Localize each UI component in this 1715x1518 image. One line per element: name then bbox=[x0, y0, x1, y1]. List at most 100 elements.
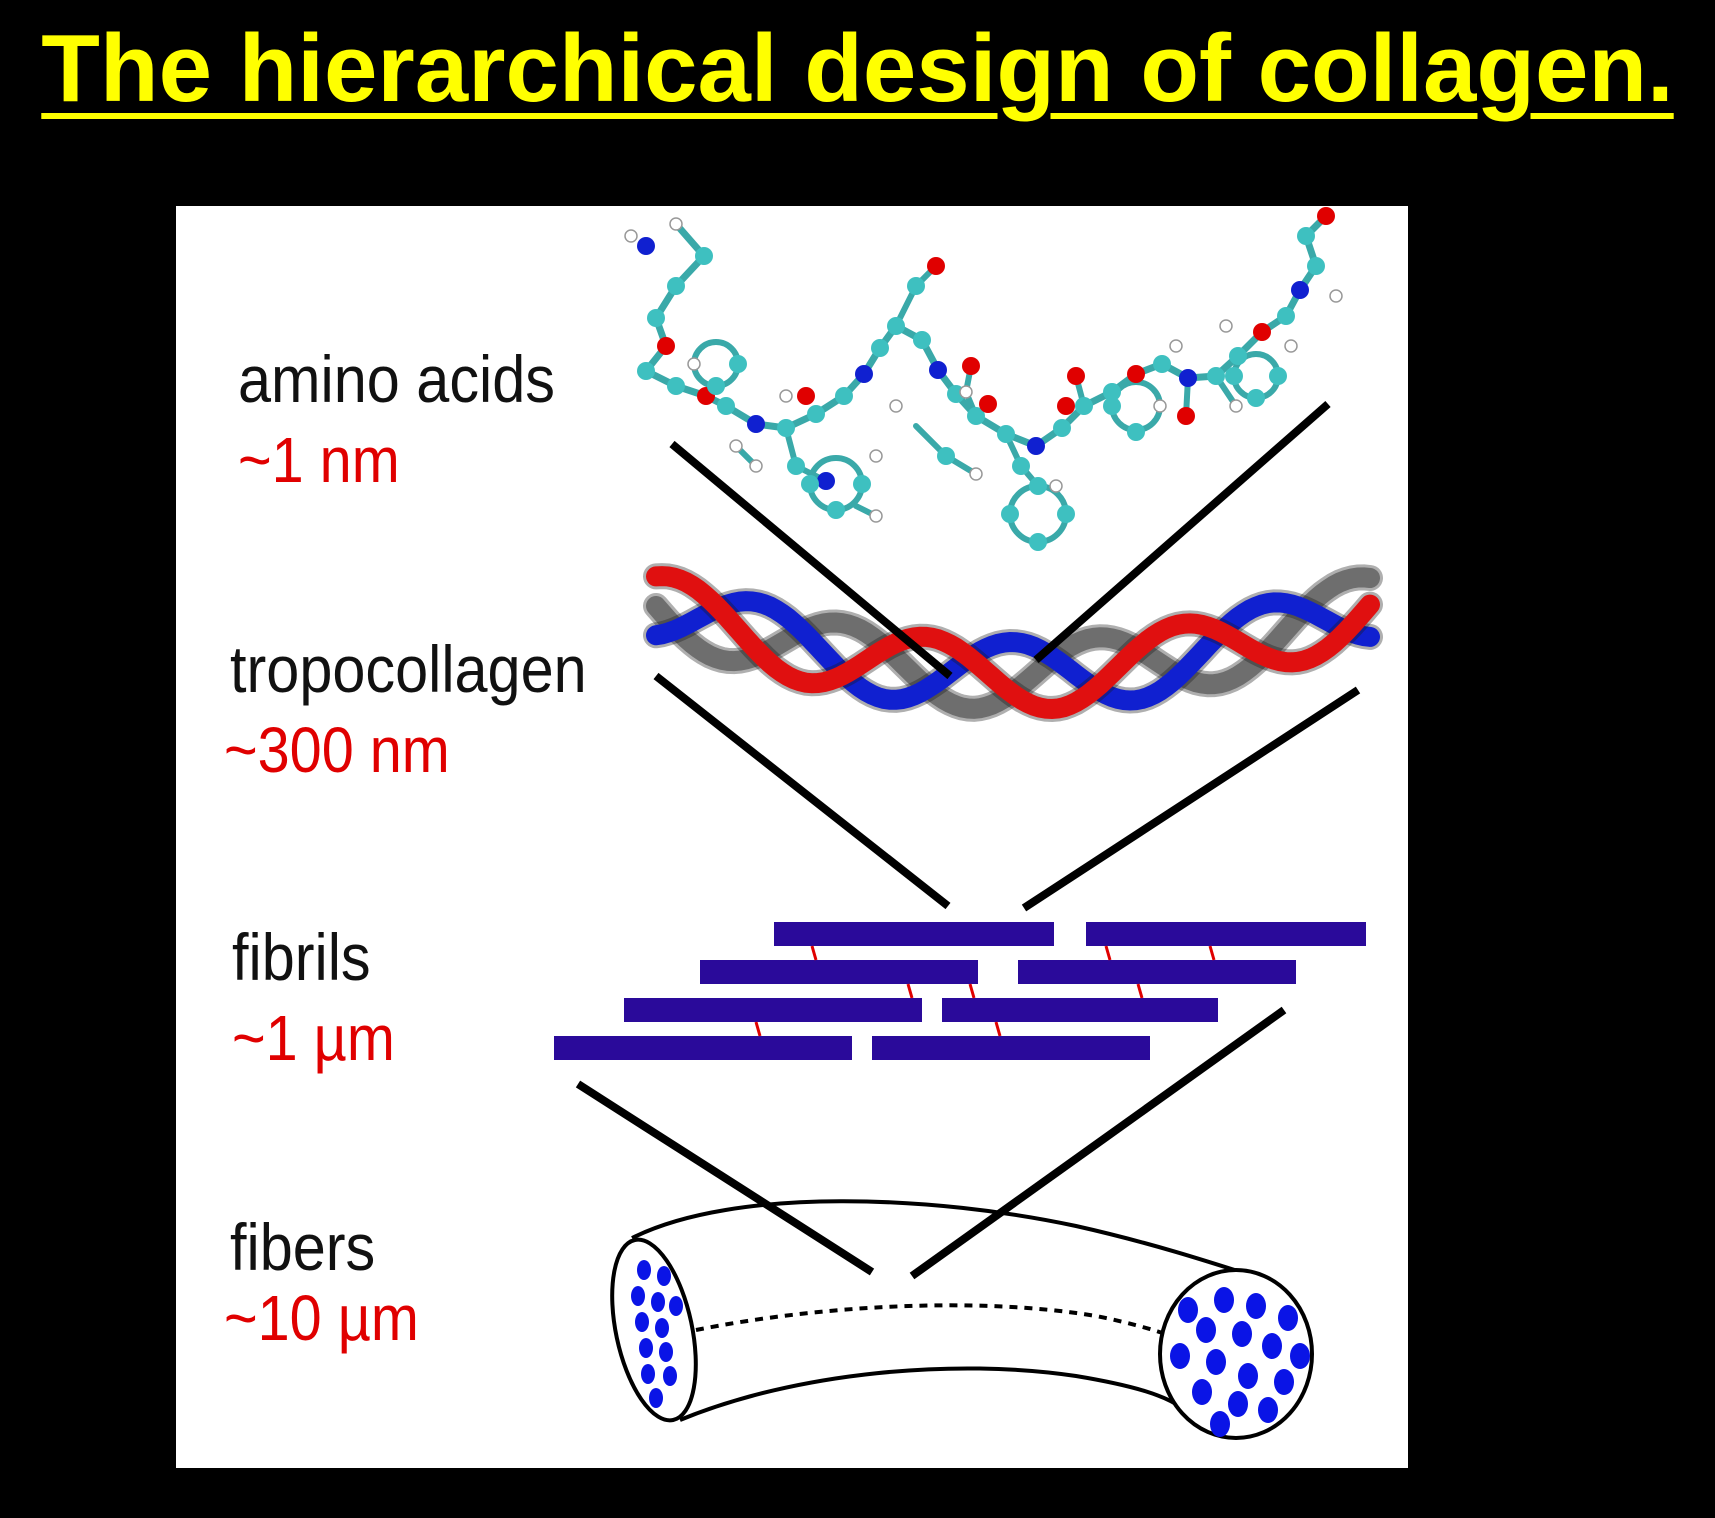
carbon-atom bbox=[1075, 397, 1093, 415]
collagen-hierarchy-diagram bbox=[554, 207, 1383, 1440]
crosslink bbox=[1104, 945, 1112, 961]
fiber-fibril-dot bbox=[1238, 1363, 1258, 1389]
level-name-amino-acids: amino acids bbox=[238, 342, 555, 416]
carbon-atom bbox=[1103, 383, 1121, 401]
fiber-fibril-dot bbox=[637, 1260, 651, 1280]
carbon-atom bbox=[907, 277, 925, 295]
zoom-line bbox=[575, 1080, 875, 1276]
carbon-atom bbox=[871, 339, 889, 357]
crosslink bbox=[968, 983, 976, 999]
level-size-fibers: ~10 µm bbox=[224, 1282, 419, 1354]
fibril-bar bbox=[872, 1036, 1150, 1060]
carbon-atom bbox=[667, 377, 685, 395]
carbon-atom bbox=[807, 405, 825, 423]
zoom-line bbox=[669, 440, 953, 680]
carbon-atom bbox=[827, 501, 845, 519]
fiber-fibril-dot bbox=[639, 1338, 653, 1358]
carbon-atom bbox=[1053, 419, 1071, 437]
oxygen-atom bbox=[1057, 397, 1075, 415]
diagram-panel: amino acids ~1 nm tropocollagen ~300 nm … bbox=[176, 206, 1408, 1468]
fiber-fibril-dot bbox=[641, 1364, 655, 1384]
zoom-line bbox=[1021, 686, 1361, 912]
carbon-atom bbox=[1269, 367, 1287, 385]
oxygen-atom bbox=[927, 257, 945, 275]
carbon-atom bbox=[647, 309, 665, 327]
oxygen-atom bbox=[657, 337, 675, 355]
carbon-atom bbox=[1297, 227, 1315, 245]
fibril-bar bbox=[942, 998, 1218, 1022]
hydrogen-atom bbox=[889, 399, 903, 413]
carbon-atom bbox=[667, 277, 685, 295]
hydrogen-atom bbox=[1153, 399, 1167, 413]
crosslink bbox=[810, 945, 818, 961]
helix-strand-red bbox=[646, 566, 1380, 720]
fiber-fibril-dot bbox=[1210, 1411, 1230, 1437]
fiber-fibril-dot bbox=[657, 1266, 671, 1286]
carbon-atom bbox=[913, 331, 931, 349]
carbon-atom bbox=[1012, 457, 1030, 475]
carbon-atom bbox=[717, 397, 735, 415]
hydrogen-atom bbox=[869, 449, 883, 463]
fibril-bar bbox=[624, 998, 922, 1022]
carbon-atom bbox=[997, 425, 1015, 443]
crosslink bbox=[1208, 945, 1216, 961]
fiber-fibril-dot bbox=[1246, 1293, 1266, 1319]
fiber-fibril-dot bbox=[669, 1296, 683, 1316]
fiber-fibril-dot bbox=[663, 1366, 677, 1386]
fiber-fibril-dot bbox=[1196, 1317, 1216, 1343]
hydrogen-atom bbox=[749, 459, 763, 473]
oxygen-atom bbox=[1317, 207, 1335, 225]
amino-acid-molecule-model bbox=[624, 207, 1343, 551]
fiber-fibril-dot bbox=[1206, 1349, 1226, 1375]
carbon-atom bbox=[707, 377, 725, 395]
fiber-hidden-edge bbox=[695, 1303, 1177, 1340]
fiber-fibril-dot bbox=[1170, 1343, 1190, 1369]
level-size-amino-acids: ~1 nm bbox=[238, 424, 400, 496]
hydrogen-atom bbox=[624, 229, 638, 243]
tropocollagen-triple-helix bbox=[643, 563, 1383, 723]
hydrogen-atom bbox=[1229, 399, 1243, 413]
hydrogen-atom bbox=[1284, 339, 1298, 353]
carbon-atom bbox=[787, 457, 805, 475]
crosslink bbox=[994, 1021, 1002, 1037]
zoom-lines bbox=[575, 400, 1361, 1280]
carbon-atom bbox=[937, 447, 955, 465]
carbon-atom bbox=[1103, 397, 1121, 415]
fiber-fibril-dot bbox=[655, 1318, 669, 1338]
level-name-fibrils: fibrils bbox=[232, 920, 371, 994]
carbon-atom bbox=[1029, 533, 1047, 551]
carbon-atom bbox=[1001, 505, 1019, 523]
oxygen-atom bbox=[1177, 407, 1195, 425]
carbon-atom bbox=[967, 407, 985, 425]
fiber-fibril-dot bbox=[1278, 1305, 1298, 1331]
carbon-atom bbox=[1225, 367, 1243, 385]
carbon-atom bbox=[801, 475, 819, 493]
fibril-bar bbox=[1018, 960, 1296, 984]
zoom-line bbox=[909, 1006, 1287, 1280]
nitrogen-atom bbox=[1179, 369, 1197, 387]
fibril-bar bbox=[700, 960, 978, 984]
fiber-fibril-dot bbox=[1214, 1287, 1234, 1313]
fibril-bundle bbox=[554, 922, 1366, 1060]
carbon-atom bbox=[1277, 307, 1295, 325]
fiber-fibril-dot bbox=[1290, 1343, 1310, 1369]
fiber-fibril-dot bbox=[631, 1286, 645, 1306]
fiber-fibril-dot bbox=[1178, 1297, 1198, 1323]
crosslink bbox=[906, 983, 914, 999]
level-size-tropocollagen: ~300 nm bbox=[224, 714, 450, 786]
fiber-top-edge bbox=[631, 1199, 1273, 1284]
slide-title: The hierarchical design of collagen. bbox=[41, 15, 1674, 122]
carbon-atom bbox=[1229, 347, 1247, 365]
carbon-atom bbox=[637, 362, 655, 380]
nitrogen-atom bbox=[817, 472, 835, 490]
hydrogen-atom bbox=[729, 439, 743, 453]
carbon-atom bbox=[1057, 505, 1075, 523]
fibril-bar bbox=[1086, 922, 1366, 946]
fibril-bar bbox=[554, 1036, 852, 1060]
fiber-fibril-dot bbox=[1262, 1333, 1282, 1359]
hydrogen-atom bbox=[669, 217, 683, 231]
oxygen-atom bbox=[1067, 367, 1085, 385]
carbon-atom bbox=[729, 355, 747, 373]
zoom-line bbox=[1033, 400, 1331, 664]
hydrogen-atom bbox=[687, 357, 701, 371]
